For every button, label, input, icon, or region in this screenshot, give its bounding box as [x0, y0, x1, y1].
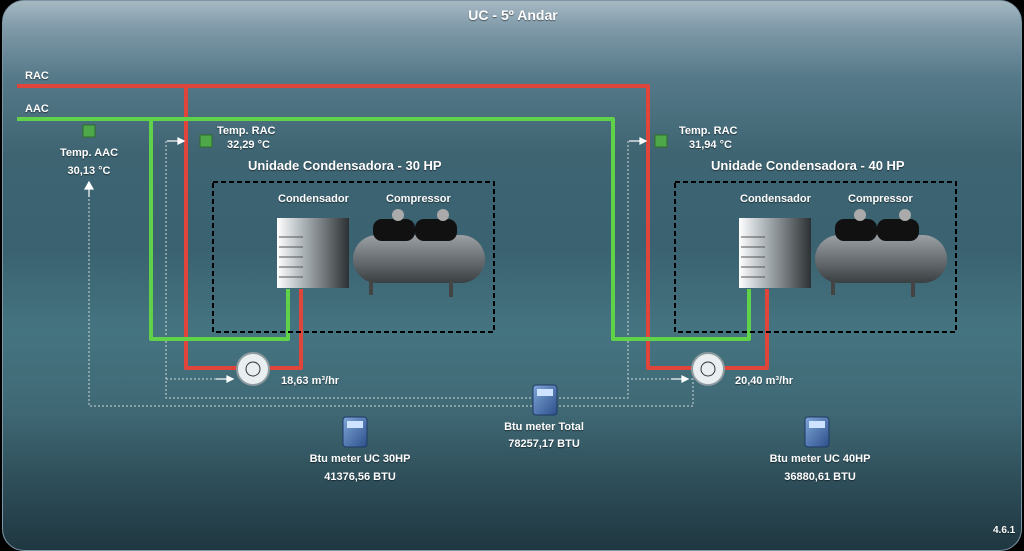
unit-40-title: Unidade Condensadora - 40 HP [711, 158, 905, 173]
unit-30-box [212, 181, 495, 333]
unit-40-box [674, 181, 957, 333]
sensor-cube-icon[interactable] [82, 124, 96, 138]
version-label: 4.6.1 [993, 525, 1016, 536]
aac-pipe [17, 117, 751, 341]
btu-meter-uc30-value: 41376,56 BTU [324, 471, 396, 483]
btu-meter-icon[interactable] [342, 416, 368, 448]
btu-meter-uc40-value: 36880,61 BTU [784, 471, 856, 483]
sensor-cube-icon[interactable] [654, 134, 668, 148]
temp-rac-40-label: Temp. RAC [679, 125, 738, 137]
unit-40-compressor-label: Compressor [848, 193, 913, 205]
unit-30-condensador-label: Condensador [278, 193, 349, 205]
arrow-up-icon [83, 180, 95, 197]
unit-40-flow-value: 20,40 m³/hr [735, 375, 794, 387]
compressor-icon [815, 209, 947, 297]
condenser-icon [739, 218, 811, 288]
temp-rac-30-label: Temp. RAC [217, 125, 276, 137]
btu-meter-uc30-label: Btu meter UC 30HP [309, 453, 411, 465]
temp-aac-label: Temp. AAC [59, 147, 119, 159]
unit-30-flow-value: 18,63 m³/hr [281, 375, 340, 387]
arrow-right-icon [629, 137, 648, 145]
temp-aac-value: 30,13 °C [67, 165, 111, 177]
page-title: UC - 5º Andar [468, 7, 558, 23]
unit-30-title: Unidade Condensadora - 30 HP [248, 158, 442, 173]
temp-rac-40-value: 31,94 °C [689, 139, 732, 151]
arrow-right-icon [167, 137, 186, 145]
compressor-icon [353, 209, 485, 297]
arrow-right-icon [671, 375, 690, 383]
btu-meter-icon[interactable] [804, 416, 830, 448]
piping-diagram [17, 84, 957, 448]
btu-meter-icon[interactable] [532, 384, 558, 416]
unit-40-condensador-label: Condensador [740, 193, 811, 205]
aac-line-label: AAC [25, 103, 49, 115]
rac-line-label: RAC [25, 70, 49, 82]
flow-meter-icon[interactable] [236, 352, 270, 386]
btu-meter-total-value: 78257,17 BTU [508, 438, 580, 450]
signal-lines [88, 141, 694, 407]
arrow-right-icon [216, 375, 235, 383]
unit-30-compressor-label: Compressor [386, 193, 451, 205]
btu-meter-uc40-label: Btu meter UC 40HP [769, 453, 871, 465]
btu-meter-total-label: Btu meter Total [504, 421, 584, 433]
sensor-cube-icon[interactable] [199, 134, 213, 148]
condenser-icon [277, 218, 349, 288]
flow-meter-icon[interactable] [691, 352, 725, 386]
temp-rac-30-value: 32,29 °C [227, 139, 270, 151]
